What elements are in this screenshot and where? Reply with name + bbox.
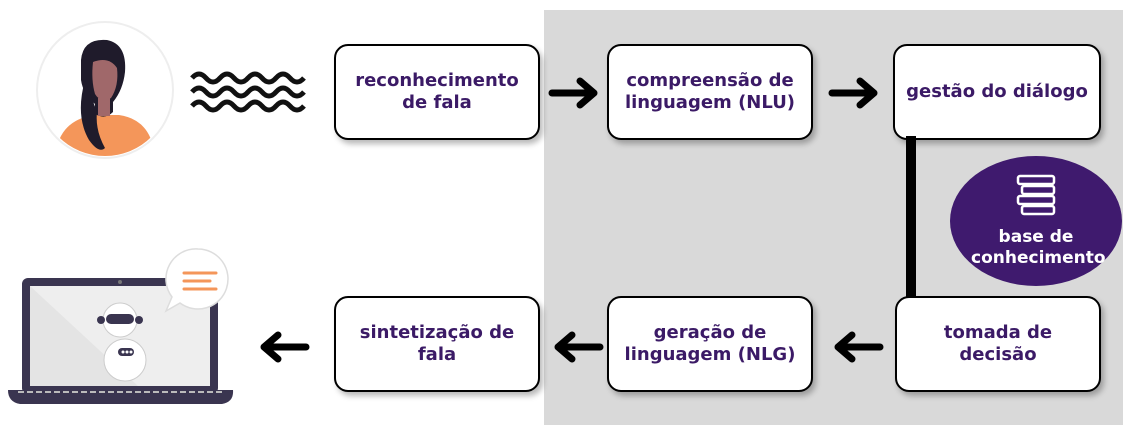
node-decision-making: tomada de decisão bbox=[895, 296, 1101, 392]
node-language-generation: geração de linguagem (NLG) bbox=[607, 296, 813, 392]
node-speech-synthesis: sintetização de fala bbox=[334, 296, 540, 392]
sound-wave-icon bbox=[190, 70, 306, 115]
knowledge-base: base de conhecimento bbox=[950, 156, 1122, 286]
arrow-left-nlg-tts bbox=[554, 331, 604, 363]
dm-decision-connector bbox=[906, 136, 916, 298]
chat-bubble-icon bbox=[160, 245, 235, 315]
node-speech-recognition: reconhecimento de fala bbox=[334, 44, 540, 140]
knowledge-base-label: base de conhecimento bbox=[971, 227, 1106, 268]
arrow-left-tts-laptop bbox=[260, 331, 310, 363]
node-dialog-management: gestão do diálogo bbox=[893, 44, 1101, 140]
user-avatar bbox=[35, 20, 175, 160]
arrow-left-decision-nlg bbox=[834, 331, 884, 363]
arrow-right-nlu-dm bbox=[828, 77, 878, 109]
books-icon bbox=[1014, 173, 1058, 223]
node-language-understanding: compreensão de linguagem (NLU) bbox=[607, 44, 813, 140]
arrow-right-asr-nlu bbox=[548, 77, 598, 109]
